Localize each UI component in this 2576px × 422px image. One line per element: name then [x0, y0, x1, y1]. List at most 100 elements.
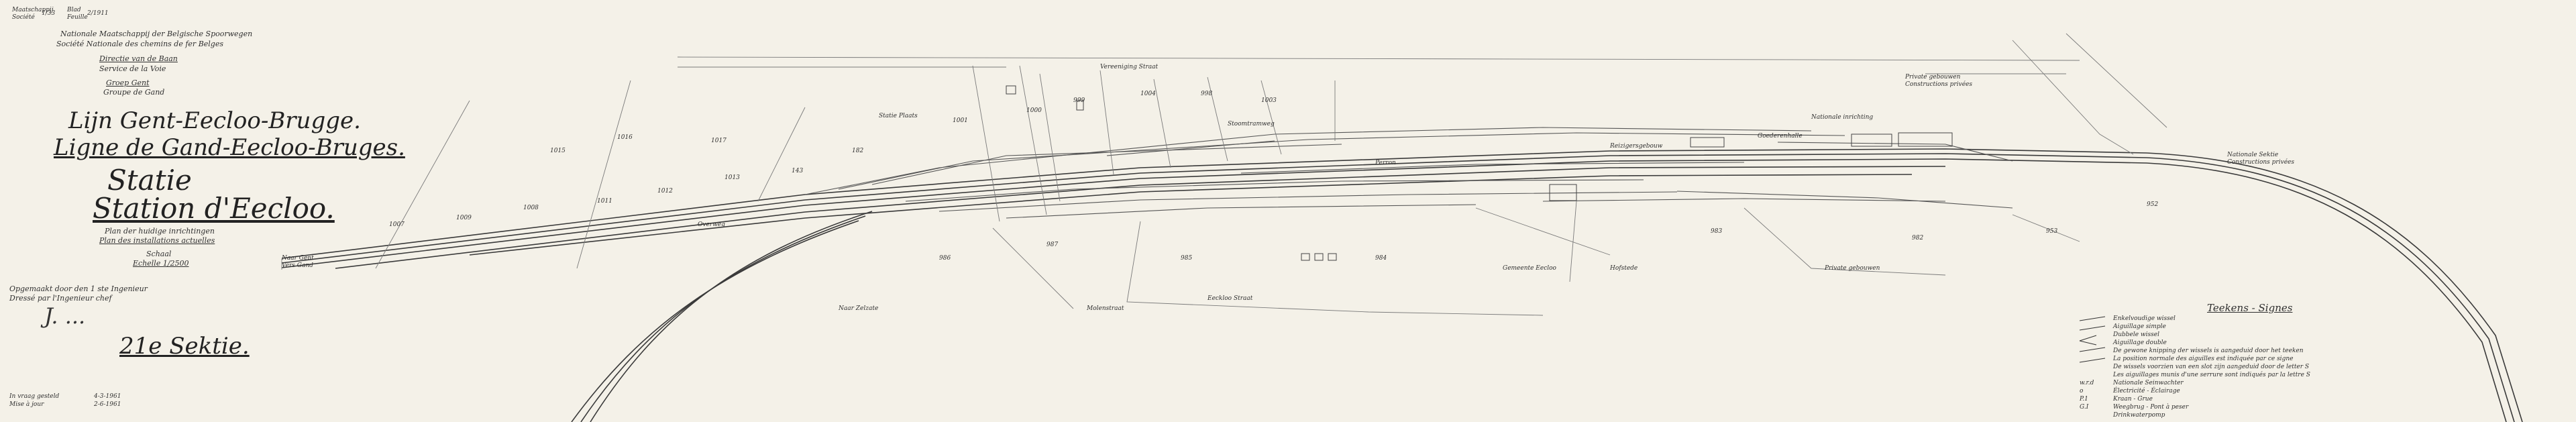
- parcel-number: 982: [1912, 235, 1924, 242]
- parcel-number: 1001: [953, 117, 968, 124]
- legend-title: Teekens - Signes: [2207, 302, 2293, 314]
- parcel-number: 983: [1711, 228, 1723, 235]
- legend-item: La position normale des aiguilles est in…: [2113, 356, 2294, 362]
- parcel-number: 1016: [617, 134, 633, 141]
- legend-item: Nationale Seinwachter: [2113, 380, 2184, 386]
- label-company-plot: Nationale inrichting: [1811, 114, 1874, 121]
- approval-line-fr: Dressé par l'Ingenieur chef: [9, 294, 112, 303]
- label-zelzate: Naar Zelzate: [839, 305, 879, 312]
- legend-symbol: P.1: [2080, 396, 2088, 403]
- legend-symbol: w.r.d: [2080, 380, 2094, 386]
- label-level-crossing: Overweg: [698, 221, 725, 228]
- footer-label-fr: Mise à jour: [9, 401, 44, 408]
- label-vers-gand: Vers Gand: [282, 262, 313, 269]
- parcel-number: 1000: [1026, 107, 1042, 114]
- legend-item: Enkelvoudige wissel: [2113, 315, 2176, 322]
- parcel-number: 998: [1201, 91, 1213, 97]
- roads-and-boundaries: [281, 33, 2167, 316]
- parcel-number: 1004: [1140, 91, 1156, 97]
- ref-label-top-right: Blad: [67, 7, 81, 13]
- station-title-nl: Statie: [107, 164, 192, 197]
- section-title: 21e Sektie.: [119, 333, 250, 360]
- directorate-nl: Directie van de Baan: [99, 54, 178, 63]
- parcel-number: 985: [1181, 255, 1193, 262]
- southern-branch: [571, 211, 873, 422]
- footer-date-2: 2-6-1961: [94, 401, 121, 408]
- company-name-fr: Société Nationale des chemins de fer Bel…: [56, 40, 223, 48]
- main-tracks: [281, 148, 2147, 269]
- parcel-number: 1011: [597, 198, 612, 205]
- legend-item: Kraan - Grue: [2113, 396, 2153, 403]
- group-fr: Groupe de Gand: [103, 88, 165, 97]
- label-private-buildings-north: Private gebouwen: [1905, 74, 1961, 81]
- yard-sidings: [804, 127, 2013, 219]
- label-road-2: Stoomtramweg: [1228, 121, 1275, 127]
- approval-line-nl: Opgemaakt door den 1 ste Ingenieur: [9, 284, 148, 293]
- parcel-number: 143: [792, 168, 804, 174]
- parcel-number: 952: [2147, 201, 2159, 208]
- parcel-number: 987: [1046, 242, 1059, 248]
- parcel-number: 1012: [657, 188, 673, 195]
- parcel-number: 1015: [550, 148, 566, 154]
- label-farm: Hofstede: [1610, 265, 1638, 272]
- legend-item: Aiguillage simple: [2113, 323, 2166, 330]
- ref-label-top-left: Maatschappij: [12, 7, 54, 13]
- scale-fr: Echelle 1/2500: [133, 259, 189, 268]
- parcel-number: 1009: [456, 215, 472, 221]
- group-nl: Groep Gent: [106, 78, 150, 87]
- eastern-curve: [2146, 152, 2523, 422]
- label-private-buildings-south: Private gebouwen: [1825, 265, 1880, 272]
- legend-symbol: G.I: [2080, 404, 2089, 411]
- legend-item: Dubbele wissel: [2113, 331, 2159, 338]
- label-naar-gent: Naar Gent: [282, 255, 314, 262]
- directorate-fr: Service de la Voie: [99, 64, 166, 73]
- label-platform: Perron: [1375, 160, 1396, 166]
- buildings: [1006, 85, 1953, 261]
- parcel-number: 182: [852, 148, 864, 154]
- label-passenger-building: Reizigersgebouw: [1610, 143, 1663, 150]
- label-right-section-nl: Nationale Sektie: [2227, 152, 2279, 158]
- station-title-fr: Station d'Eecloo.: [93, 192, 335, 225]
- parcel-number: 1003: [1261, 97, 1277, 104]
- label-goods-hall: Goederenhalle: [1758, 133, 1803, 140]
- legend-item: Les aiguillages munis d'une serrure sont…: [2113, 372, 2310, 378]
- parcel-number: 984: [1375, 255, 1387, 262]
- label-private-buildings-fr: Constructions privées: [1905, 81, 1972, 88]
- ref-label-top-right-2: Feuille: [67, 14, 88, 21]
- label-street-south: Eeckloo Straat: [1208, 295, 1253, 302]
- label-municipal: Gemeente Eecloo: [1503, 265, 1556, 272]
- line-title-nl: Lijn Gent-Eecloo-Brugge.: [68, 107, 361, 134]
- company-name-nl: Nationale Maatschappij der Belgische Spo…: [60, 30, 253, 38]
- legend-item: Aiguillage double: [2113, 339, 2167, 346]
- line-title-fr: Ligne de Gand-Eecloo-Bruges.: [54, 134, 405, 161]
- legend-item: Weegbrug - Pont à peser: [2113, 404, 2189, 411]
- parcel-number: 1008: [523, 205, 539, 211]
- parcel-number: 1017: [711, 138, 727, 144]
- parcel-number: 999: [1073, 97, 1085, 104]
- legend-item: Drinkwaterpomp: [2113, 412, 2165, 419]
- footer-label-nl: In vraag gesteld: [9, 393, 60, 400]
- parcel-number: 1013: [724, 174, 740, 181]
- legend-item: Électricité - Éclairage: [2113, 388, 2180, 394]
- scale-nl: Schaal: [146, 250, 172, 258]
- legend-symbols: [2079, 316, 2106, 363]
- parcel-number: 986: [939, 255, 951, 262]
- plan-subtitle-nl: Plan der huidige inrichtingen: [105, 227, 215, 235]
- label-station-square: Statie Plaats: [879, 113, 918, 119]
- ref-label-top-left-2: Société: [12, 14, 35, 21]
- signature: J. ...: [44, 303, 86, 329]
- plan-subtitle-fr: Plan des installations actuelles: [99, 236, 215, 245]
- ref-number-top-right: 2/1911: [87, 10, 109, 17]
- parcel-number: 953: [2046, 228, 2058, 235]
- footer-date-1: 4-3-1961: [94, 393, 121, 400]
- legend-item: De wissels voorzien van een slot zijn aa…: [2113, 364, 2310, 370]
- label-street-south-2: Molenstraat: [1087, 305, 1124, 312]
- ref-number-top-left: 1/33: [42, 10, 56, 17]
- label-right-section-fr: Constructions privées: [2227, 159, 2294, 166]
- legend-symbol: o: [2080, 388, 2084, 394]
- legend-item: De gewone knipping der wissels is aanged…: [2113, 348, 2304, 354]
- parcel-number: 1007: [389, 221, 405, 228]
- label-road-1: Vereeniging Straat: [1100, 64, 1159, 70]
